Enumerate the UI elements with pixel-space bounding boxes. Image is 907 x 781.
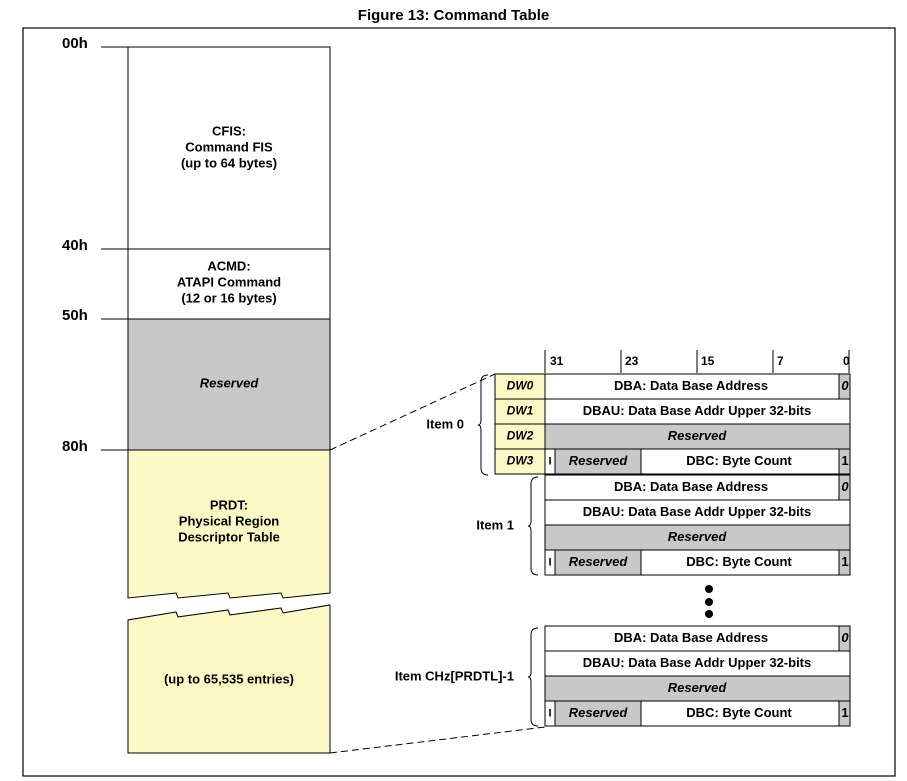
- dw-cell-DW3: [494, 448, 546, 475]
- prd-entry-2-dba-bit0: 0: [841, 630, 849, 645]
- dw-label-DW2: DW2: [507, 429, 534, 443]
- prd-entry-2-reserved-small-label: Reserved: [569, 705, 629, 720]
- prd-entry-2-reserved-small-cell: [554, 700, 642, 727]
- dw-cell-DW0: [494, 373, 546, 400]
- prd-entry-2-reserved-cell: [544, 675, 851, 702]
- prd-entry-0-dbau-label: DBAU: Data Base Addr Upper 32-bits: [583, 403, 812, 418]
- bit-label-15: 15: [701, 354, 715, 368]
- cfis-region: [127, 46, 331, 250]
- ellipsis-dot-2: [705, 610, 713, 618]
- figure-title: Figure 13: Command Table: [357, 7, 550, 24]
- bit-label-23: 23: [625, 354, 639, 368]
- prd-entry-2-dbc-bit1: 1: [841, 705, 848, 720]
- prd-entry-0-reserved-small-label: Reserved: [569, 453, 629, 468]
- prd-entry-2-dba-cell: [544, 625, 851, 652]
- dw-cell-DW2: [494, 423, 546, 450]
- prd-entry-1-reserved-cell: [544, 524, 851, 551]
- offset-label-80h: 80h: [62, 438, 88, 455]
- dw-label-DW3: DW3: [507, 454, 534, 468]
- item-1-brace: [527, 476, 539, 576]
- cfis-label-line-2: (up to 64 bytes): [181, 155, 277, 170]
- prd-entry-0-dbc-bit1: 1: [841, 453, 848, 468]
- acmd-region: [127, 248, 331, 320]
- prdt-label-line-1: Physical Region: [179, 513, 279, 528]
- connector-top: [329, 373, 496, 451]
- item-0-label: Item 0: [426, 416, 464, 431]
- dw-label-DW1: DW1: [507, 404, 534, 418]
- item-0-brace: [477, 374, 489, 476]
- prd-entry-1-dbau-cell: [544, 499, 851, 526]
- cfis-label-line-0: CFIS:: [212, 123, 246, 138]
- reserved-label: Reserved: [200, 375, 260, 390]
- dw-label-DW0: DW0: [507, 379, 534, 393]
- prd-entry-1-dbc-bit1: 1: [841, 554, 848, 569]
- prdt-entries-label: (up to 65,535 entries): [164, 671, 294, 686]
- offset-label-50h: 50h: [62, 307, 88, 324]
- prd-entry-1-reserved-small-cell: [554, 549, 642, 576]
- prd-entry-1-dba-bit0: 0: [841, 479, 849, 494]
- prd-entry-1-i-label: I: [548, 556, 551, 568]
- outer-frame: [22, 27, 896, 777]
- prd-entry-1-reserved-small-label: Reserved: [569, 554, 629, 569]
- prd-entry-2-dbc-cell: [640, 700, 840, 727]
- ellipsis-dot-1: [705, 598, 713, 606]
- acmd-label-line-1: ATAPI Command: [177, 274, 281, 289]
- prd-entry-1-dbc-label: DBC: Byte Count: [686, 554, 792, 569]
- acmd-label-line-2: (12 or 16 bytes): [181, 290, 276, 305]
- prd-entry-2-dbau-label: DBAU: Data Base Addr Upper 32-bits: [583, 655, 812, 670]
- prd-entry-2-dbc-bit1-cell: [838, 700, 851, 727]
- prd-entry-2-dba-label: DBA: Data Base Address: [614, 630, 768, 645]
- prdt-label-line-2: Descriptor Table: [178, 529, 280, 544]
- item-last-label: Item CHz[PRDTL]-1: [395, 668, 514, 683]
- offset-label-00h: 00h: [62, 35, 88, 52]
- prd-entry-2-dbau-cell: [544, 650, 851, 677]
- dw-cell-DW1: [494, 398, 546, 425]
- prd-entry-1-dbc-bit1-cell: [838, 549, 851, 576]
- prd-entry-0-i-label: I: [548, 455, 551, 467]
- prd-entry-2-dbc-label: DBC: Byte Count: [686, 705, 792, 720]
- prdt-label-line-0: PRDT:: [210, 497, 248, 512]
- connector-bottom: [329, 726, 546, 754]
- prd-entry-1-dbc-cell: [640, 549, 840, 576]
- cfis-label-line-1: Command FIS: [185, 139, 273, 154]
- prd-entry-1-reserved-label: Reserved: [668, 529, 728, 544]
- prd-entry-0-dbau-cell: [544, 398, 851, 425]
- prd-entry-1-dbau-label: DBAU: Data Base Addr Upper 32-bits: [583, 504, 812, 519]
- offset-label-40h: 40h: [62, 237, 88, 254]
- acmd-label-line-0: ACMD:: [207, 258, 250, 273]
- bit-label-31: 31: [550, 354, 564, 368]
- prd-entry-1-dba-cell: [544, 474, 851, 501]
- prd-entry-0-dbc-bit1-cell: [838, 448, 851, 475]
- prd-entry-0-dba-label: DBA: Data Base Address: [614, 378, 768, 393]
- prdt-region-lower: [127, 604, 331, 754]
- prd-entry-0-dbc-label: DBC: Byte Count: [686, 453, 792, 468]
- prd-entry-0-dbc-cell: [640, 448, 840, 475]
- prd-entry-0-reserved-small-cell: [554, 448, 642, 475]
- prd-entry-0-dba-bit0: 0: [841, 378, 849, 393]
- reserved-region: [127, 318, 331, 451]
- prd-entry-1-dba-label: DBA: Data Base Address: [614, 479, 768, 494]
- bit-label-7: 7: [777, 354, 784, 368]
- prd-entry-2-i-label: I: [548, 707, 551, 719]
- ellipsis-dot-0: [705, 585, 713, 593]
- prd-entry-0-reserved-label: Reserved: [668, 428, 728, 443]
- bit-label-0: 0: [843, 354, 850, 368]
- item-last-brace: [527, 627, 539, 727]
- prdt-region-upper: [127, 449, 331, 599]
- item-1-label: Item 1: [476, 517, 514, 532]
- prd-entry-2-reserved-label: Reserved: [668, 680, 728, 695]
